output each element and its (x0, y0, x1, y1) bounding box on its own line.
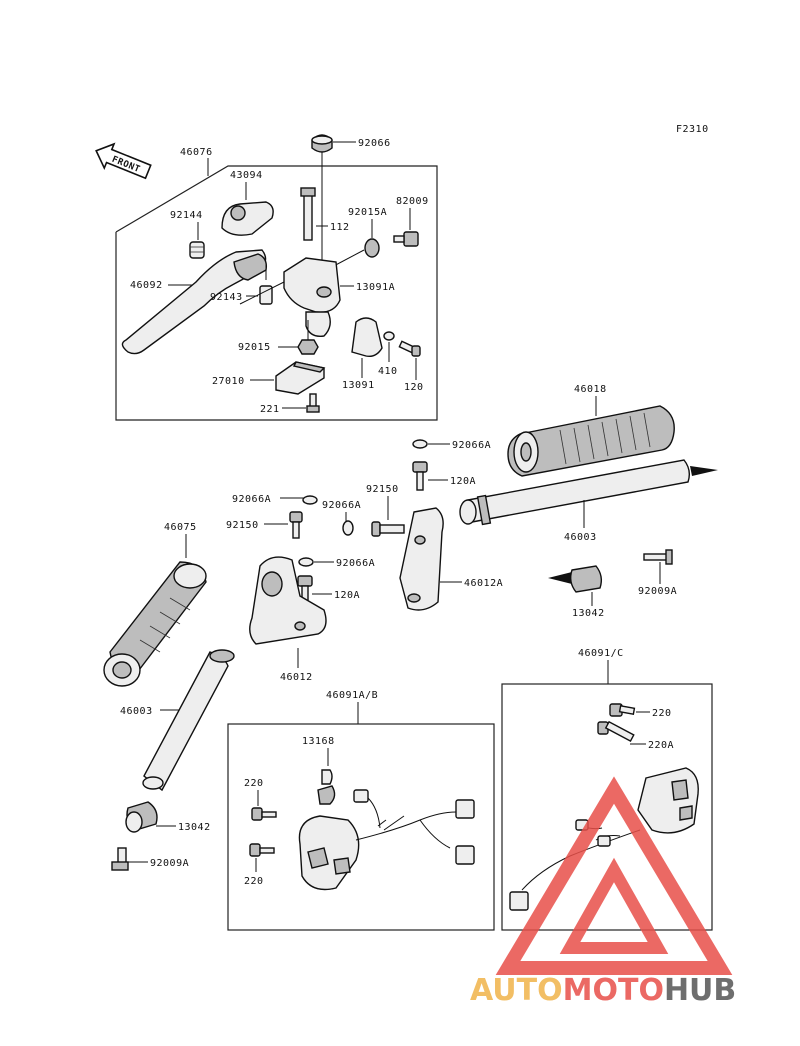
label-13091A: 13091A (356, 282, 395, 293)
label-82009: 82009 (396, 196, 429, 207)
part-92066A-washer-b (302, 495, 318, 505)
label-46091C: 46091/C (578, 648, 624, 659)
label-46018: 46018 (574, 384, 607, 395)
part-120A-bolt-a (412, 461, 428, 491)
label-92015A: 92015A (348, 207, 387, 218)
label-46091AB: 46091A/B (326, 690, 378, 701)
part-92150-screw-a (371, 521, 405, 537)
label-92150-a: 92150 (366, 484, 399, 495)
label-92066A-a: 92066A (452, 440, 491, 451)
switch-box-right (501, 683, 713, 931)
part-right-switch-harness (509, 819, 641, 911)
part-46012A-holder (399, 507, 444, 611)
label-410: 410 (378, 366, 398, 377)
part-120-bolt (398, 340, 421, 357)
part-13091-clamp (351, 317, 383, 358)
label-13168: 13168 (302, 736, 335, 747)
switch-box-left (227, 723, 495, 931)
part-92015-nut (297, 339, 319, 355)
label-46075: 46075 (164, 522, 197, 533)
part-220-screw-c (609, 703, 636, 717)
label-27010: 27010 (212, 376, 245, 387)
watermark-text-hub: HUB (664, 973, 736, 1008)
part-410-washer (383, 331, 395, 341)
part-92143-collar (259, 285, 273, 305)
label-92015: 92015 (238, 342, 271, 353)
part-92066A-washer-c (342, 520, 354, 536)
part-13168-connector (317, 769, 336, 805)
label-92143: 92143 (210, 292, 243, 303)
part-13042-weight-left (125, 801, 158, 833)
label-92066A-c: 92066A (322, 500, 361, 511)
part-92066-cap (311, 134, 333, 153)
part-92150-screw-b (289, 511, 303, 539)
label-92066A-d: 92066A (336, 558, 375, 569)
label-46003-a: 46003 (564, 532, 597, 543)
label-221: 221 (260, 404, 280, 415)
front-arrow-icon: FRONT (95, 142, 152, 180)
label-13091: 13091 (342, 380, 375, 391)
part-221-screw (306, 393, 320, 413)
label-46012: 46012 (280, 672, 313, 683)
label-13042-b: 13042 (178, 822, 211, 833)
part-left-switch-housing (298, 815, 360, 891)
label-92066: 92066 (358, 138, 391, 149)
label-120A-b: 120A (334, 590, 360, 601)
part-92009A-screw-right (643, 549, 673, 565)
label-220-a: 220 (244, 778, 264, 789)
part-92009A-screw-left (111, 847, 129, 871)
label-92150-b: 92150 (226, 520, 259, 531)
part-left-switch-harness (353, 789, 475, 865)
part-46012-holder (249, 556, 327, 645)
watermark-triangle-icon (495, 776, 733, 975)
part-220A-screw (597, 720, 635, 743)
label-46012A: 46012A (464, 578, 503, 589)
part-46092-lever (121, 249, 268, 355)
label-43094: 43094 (230, 170, 263, 181)
label-92066A-b: 92066A (232, 494, 271, 505)
label-13042-a: 13042 (572, 608, 605, 619)
label-220-b: 220 (244, 876, 264, 887)
part-13091A-master-body (283, 257, 341, 337)
part-46075-left-grip (103, 561, 207, 687)
label-92009A-b: 92009A (150, 858, 189, 869)
label-120A-a: 120A (450, 476, 476, 487)
label-92144: 92144 (170, 210, 203, 221)
label-46076: 46076 (180, 147, 213, 158)
automotohub-watermark: AUTOMOTOHUB (470, 776, 736, 1008)
part-46003-throttle-tube-right (459, 459, 718, 526)
svg-text:AUTOMOTOHUB: AUTOMOTOHUB (470, 973, 736, 1008)
part-112-bolt (300, 187, 316, 241)
part-220-screw-b (249, 843, 275, 857)
lever-assembly-box (115, 165, 438, 421)
label-112: 112 (330, 222, 350, 233)
part-46003-throttle-tube-left (142, 649, 235, 792)
part-92066A-washer-d (298, 557, 314, 567)
label-46092: 46092 (130, 280, 163, 291)
label-46003-b: 46003 (120, 706, 153, 717)
part-92066A-washer-a (412, 439, 428, 449)
part-92144-spring (189, 241, 205, 259)
part-right-switch-housing (637, 767, 699, 834)
part-92015A-nut (364, 238, 380, 258)
label-220A: 220A (648, 740, 674, 751)
part-46018-right-grip (507, 405, 675, 477)
part-13042-weight-right (548, 565, 603, 593)
part-43094-adjuster (221, 201, 274, 236)
label-120: 120 (404, 382, 424, 393)
part-120A-bolt-b (297, 575, 313, 605)
figure-code: F2310 (676, 124, 709, 135)
watermark-text-moto: MOTO (563, 973, 664, 1008)
part-27010-switch (275, 361, 326, 395)
label-92009A-a: 92009A (638, 586, 677, 597)
part-82009-screw (393, 231, 419, 247)
watermark-text-auto: AUTO (470, 973, 563, 1008)
label-220-c: 220 (652, 708, 672, 719)
part-220-screw-a (251, 807, 277, 821)
